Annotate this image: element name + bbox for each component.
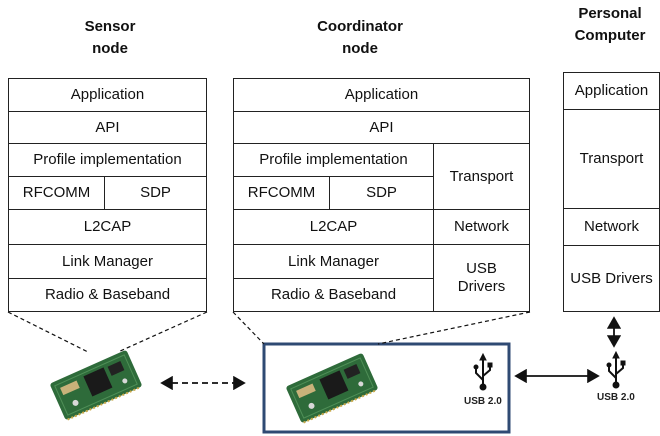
sensor-l2cap: L2CAP — [8, 209, 207, 245]
coordinator-application: Application — [233, 78, 530, 112]
coordinator-api: API — [233, 111, 530, 144]
pc-network: Network — [563, 208, 660, 246]
coordinator-usb-label: USB 2.0 — [464, 396, 502, 407]
coordinator-node-header-line1: Coordinator — [317, 18, 403, 35]
coordinator-usb-icon — [473, 352, 493, 391]
pc-usb-label: USB 2.0 — [597, 392, 635, 403]
coordinator-node-header: Coordinator node — [300, 16, 420, 60]
coordinator-transport: Transport — [433, 143, 530, 210]
coordinator-profile: Profile implementation — [233, 143, 434, 177]
sensor-rfcomm: RFCOMM — [8, 176, 105, 210]
coordinator-usb-drivers: USB Drivers — [433, 244, 530, 312]
coordinator-projection-left — [232, 311, 265, 345]
coordinator-projection-right — [377, 311, 531, 345]
coordinator-rfcomm: RFCOMM — [233, 176, 330, 210]
coordinator-usb-drivers-line2: Drivers — [457, 278, 506, 295]
sensor-link-manager: Link Manager — [8, 244, 207, 279]
sensor-radio-baseband: Radio & Baseband — [8, 278, 207, 312]
coordinator-usb-drivers-line1: USB — [466, 260, 497, 277]
coordinator-bluetooth-module — [286, 353, 378, 424]
sensor-node-header-line2: node — [92, 40, 128, 57]
sensor-api: API — [8, 111, 207, 144]
pc-transport: Transport — [563, 109, 660, 209]
sensor-projection-right — [117, 311, 208, 353]
sensor-profile: Profile implementation — [8, 143, 207, 177]
sensor-bluetooth-module — [50, 350, 142, 421]
pc-usb-icon — [606, 350, 626, 389]
sensor-node-header: Sensor node — [60, 16, 160, 60]
coordinator-frame — [262, 342, 511, 434]
pc-header: Personal Computer — [560, 3, 660, 47]
sensor-projection-left — [7, 311, 89, 353]
coordinator-link-manager: Link Manager — [233, 244, 434, 279]
pc-header-line1: Personal — [578, 5, 642, 22]
sensor-node-header-line1: Sensor — [84, 18, 136, 35]
coordinator-network: Network — [433, 209, 530, 245]
coordinator-node-header-line2: node — [342, 40, 378, 57]
pc-header-line2: Computer — [574, 27, 646, 44]
coordinator-radio-baseband: Radio & Baseband — [233, 278, 434, 312]
